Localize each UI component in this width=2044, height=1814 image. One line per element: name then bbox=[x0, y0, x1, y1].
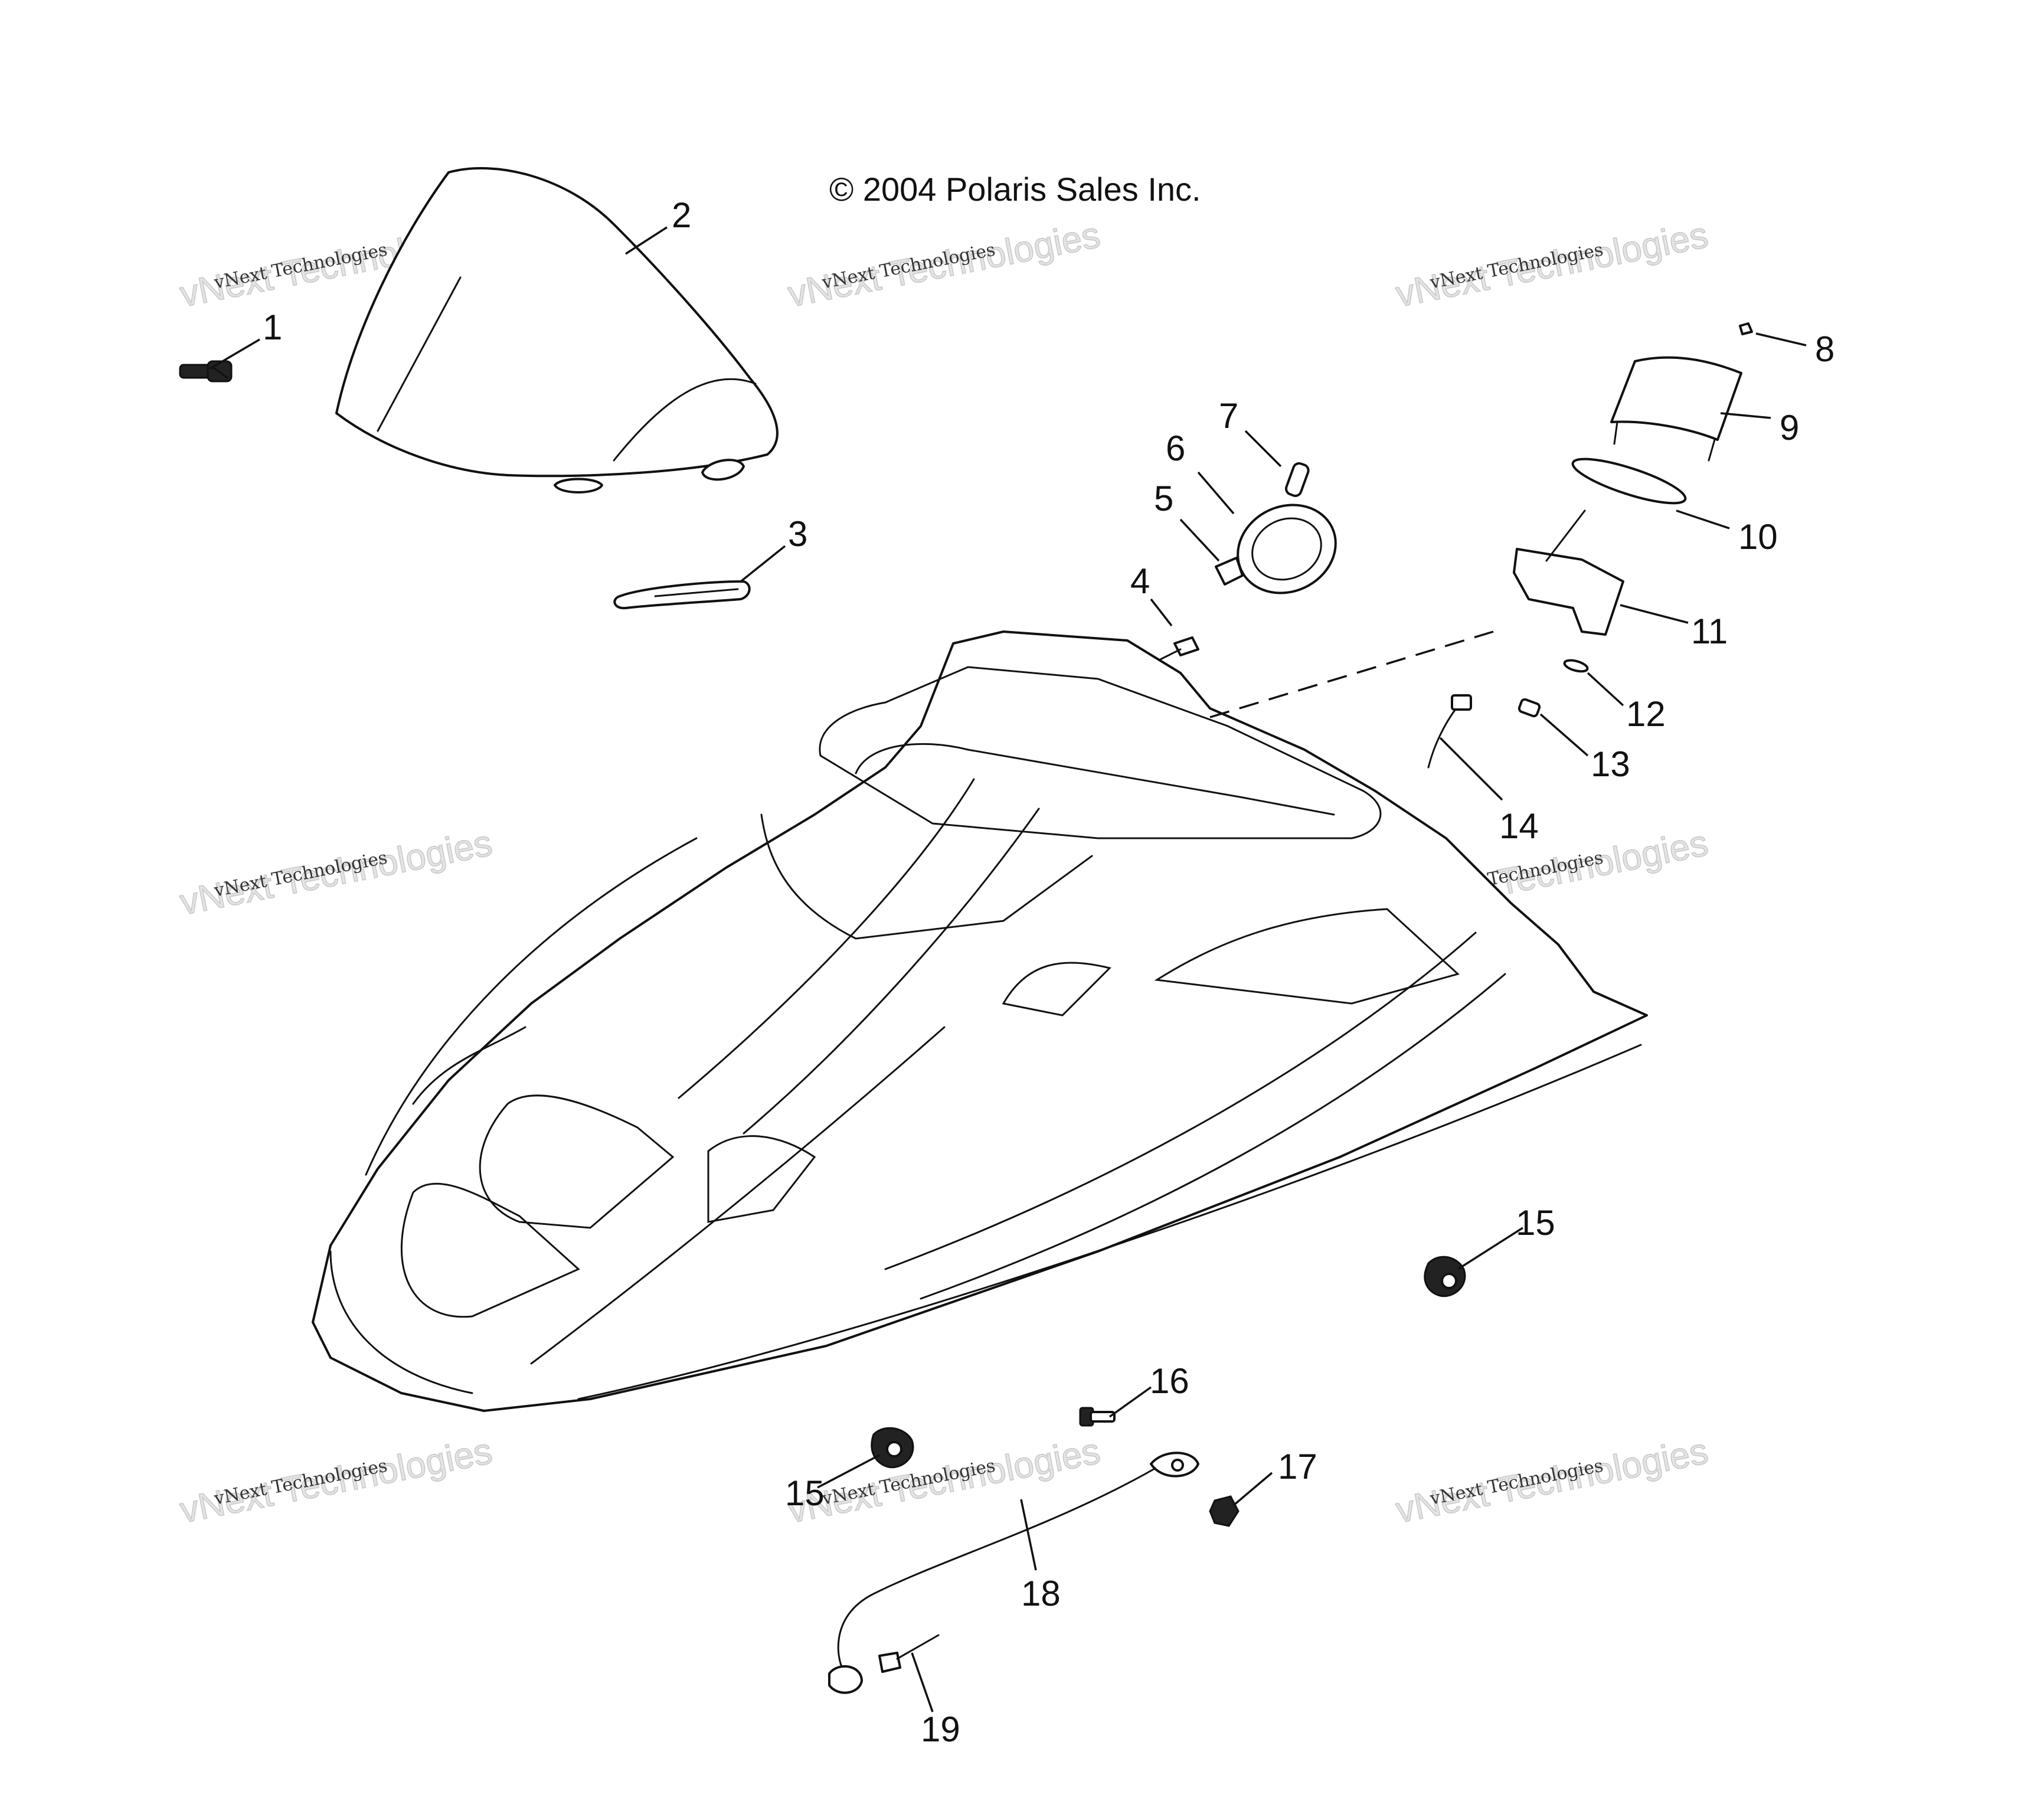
part-lens-10 bbox=[1571, 457, 1687, 505]
leader-4 bbox=[1150, 598, 1173, 627]
leader-19 bbox=[911, 1652, 934, 1712]
watermark: vNext Technologies vNext Technologies bbox=[176, 822, 496, 924]
part-washer-12 bbox=[1563, 659, 1589, 673]
leader-15a bbox=[1457, 1227, 1523, 1270]
callout-12: 12 bbox=[1626, 694, 1666, 734]
part-wire-14 bbox=[1427, 694, 1472, 769]
callout-4: 4 bbox=[1130, 561, 1150, 601]
part-nut-13 bbox=[1518, 698, 1541, 718]
callout-15-lower: 15 bbox=[785, 1473, 825, 1513]
part-clip-15a bbox=[1424, 1256, 1466, 1297]
callout-6: 6 bbox=[1166, 429, 1185, 468]
callout-9: 9 bbox=[1780, 408, 1799, 447]
leader-7 bbox=[1244, 430, 1282, 468]
callout-11: 11 bbox=[1691, 612, 1728, 651]
callout-1: 1 bbox=[263, 308, 282, 347]
watermark: vNext Technologies vNext Technologies bbox=[784, 1430, 1104, 1532]
alignment-dashed-line bbox=[1209, 630, 1494, 718]
leader-17 bbox=[1232, 1472, 1273, 1506]
part-windshield bbox=[335, 167, 779, 493]
leader-11 bbox=[1620, 604, 1689, 624]
callout-7: 7 bbox=[1219, 396, 1238, 436]
leader-9 bbox=[1720, 412, 1771, 419]
part-hood bbox=[312, 630, 1648, 1412]
alignment-line bbox=[1545, 509, 1586, 562]
callout-18: 18 bbox=[1021, 1574, 1061, 1613]
copyright-notice: © 2004 Polaris Sales Inc. bbox=[829, 171, 1201, 208]
part-windshield-screw bbox=[179, 360, 233, 383]
watermark: vNext Technologies vNext Technologies bbox=[176, 1430, 496, 1532]
part-clip-15b bbox=[871, 1427, 914, 1469]
callout-5: 5 bbox=[1154, 479, 1173, 518]
callout-3: 3 bbox=[788, 514, 807, 554]
callout-17: 17 bbox=[1278, 1447, 1317, 1486]
leader-1 bbox=[209, 338, 260, 370]
callout-16: 16 bbox=[1150, 1361, 1189, 1401]
leader-8 bbox=[1755, 332, 1807, 347]
part-gauge-ring bbox=[1237, 504, 1337, 594]
part-plug bbox=[1285, 462, 1310, 497]
leader-3 bbox=[740, 545, 786, 583]
leader-6 bbox=[1197, 471, 1235, 515]
part-key-switch bbox=[1156, 636, 1199, 662]
leader-lines bbox=[209, 226, 1807, 1712]
part-rivet-19 bbox=[878, 1634, 940, 1673]
watermark: vNext Technologies vNext Technologies bbox=[1392, 214, 1712, 316]
part-tether-cable-18 bbox=[828, 1452, 1199, 1694]
part-fastener-8 bbox=[1739, 322, 1753, 335]
leader-5 bbox=[1179, 518, 1220, 562]
callout-14: 14 bbox=[1499, 806, 1539, 846]
watermark: vNext Technologies vNext Technologies bbox=[784, 214, 1104, 316]
watermark: vNext Technologies vNext Technologies bbox=[1392, 1430, 1712, 1532]
leader-15b bbox=[817, 1454, 880, 1489]
part-switch-bezel bbox=[1215, 557, 1244, 586]
leader-10 bbox=[1676, 509, 1730, 530]
leader-18 bbox=[1020, 1499, 1037, 1571]
callout-2: 2 bbox=[672, 195, 691, 235]
leader-2 bbox=[625, 226, 668, 255]
part-nut-17 bbox=[1209, 1495, 1240, 1527]
part-gauge-housing-9 bbox=[1610, 356, 1742, 462]
leader-12 bbox=[1587, 672, 1624, 707]
leader-14 bbox=[1439, 737, 1503, 801]
part-gauge-base-11 bbox=[1513, 548, 1624, 636]
leader-16 bbox=[1108, 1386, 1152, 1418]
callout-10: 10 bbox=[1738, 517, 1778, 557]
callout-13: 13 bbox=[1591, 744, 1630, 784]
callout-15-upper: 15 bbox=[1516, 1203, 1555, 1243]
callout-19: 19 bbox=[921, 1710, 960, 1749]
part-bolt-16 bbox=[1079, 1407, 1116, 1427]
part-strap bbox=[613, 580, 751, 610]
callout-labels: 1 2 3 4 5 6 7 8 9 10 11 12 13 14 15 15 1… bbox=[263, 195, 1834, 1749]
leader-13 bbox=[1539, 713, 1589, 757]
callout-8: 8 bbox=[1815, 329, 1834, 369]
